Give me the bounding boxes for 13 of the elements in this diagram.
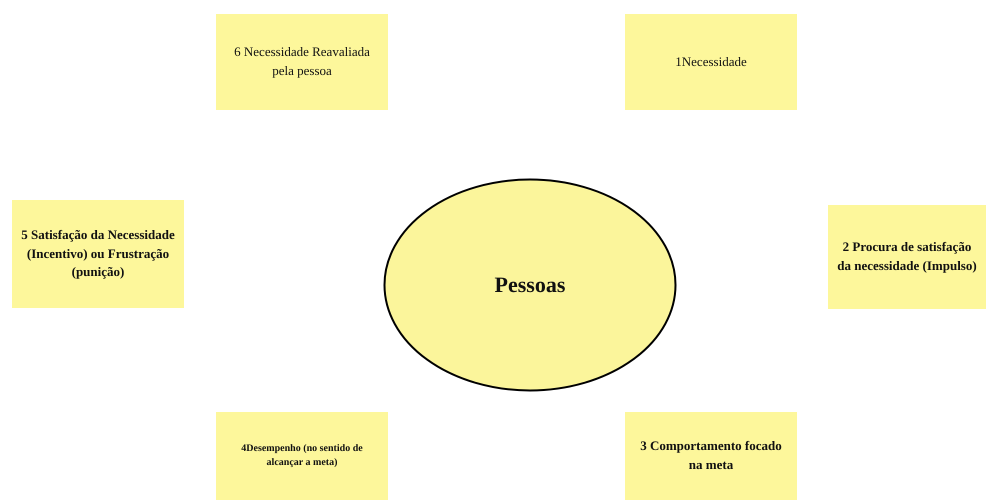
- note-box: [625, 412, 797, 500]
- box-label: 3 Comportamento focado na meta: [639, 437, 783, 474]
- box-label: 5 Satisfação da Necessidade (Incentivo) ou Frustração (punição): [20, 226, 176, 282]
- box-label: 4Desempenho (no sentido de alcançar a meta): [240, 442, 364, 470]
- box-label: 1Necessidade: [675, 52, 747, 71]
- note-box: [216, 14, 388, 110]
- note-box: [828, 205, 986, 309]
- box-label: 2 Procura de satisfação da necessidade (Impulso): [836, 238, 978, 275]
- note-box: [216, 412, 388, 500]
- note-box: [625, 14, 797, 110]
- box-label: 6 Necessidade Reavaliada pela pessoa: [233, 43, 371, 80]
- note-box: [12, 200, 184, 308]
- center-label: Pessoas: [494, 271, 566, 300]
